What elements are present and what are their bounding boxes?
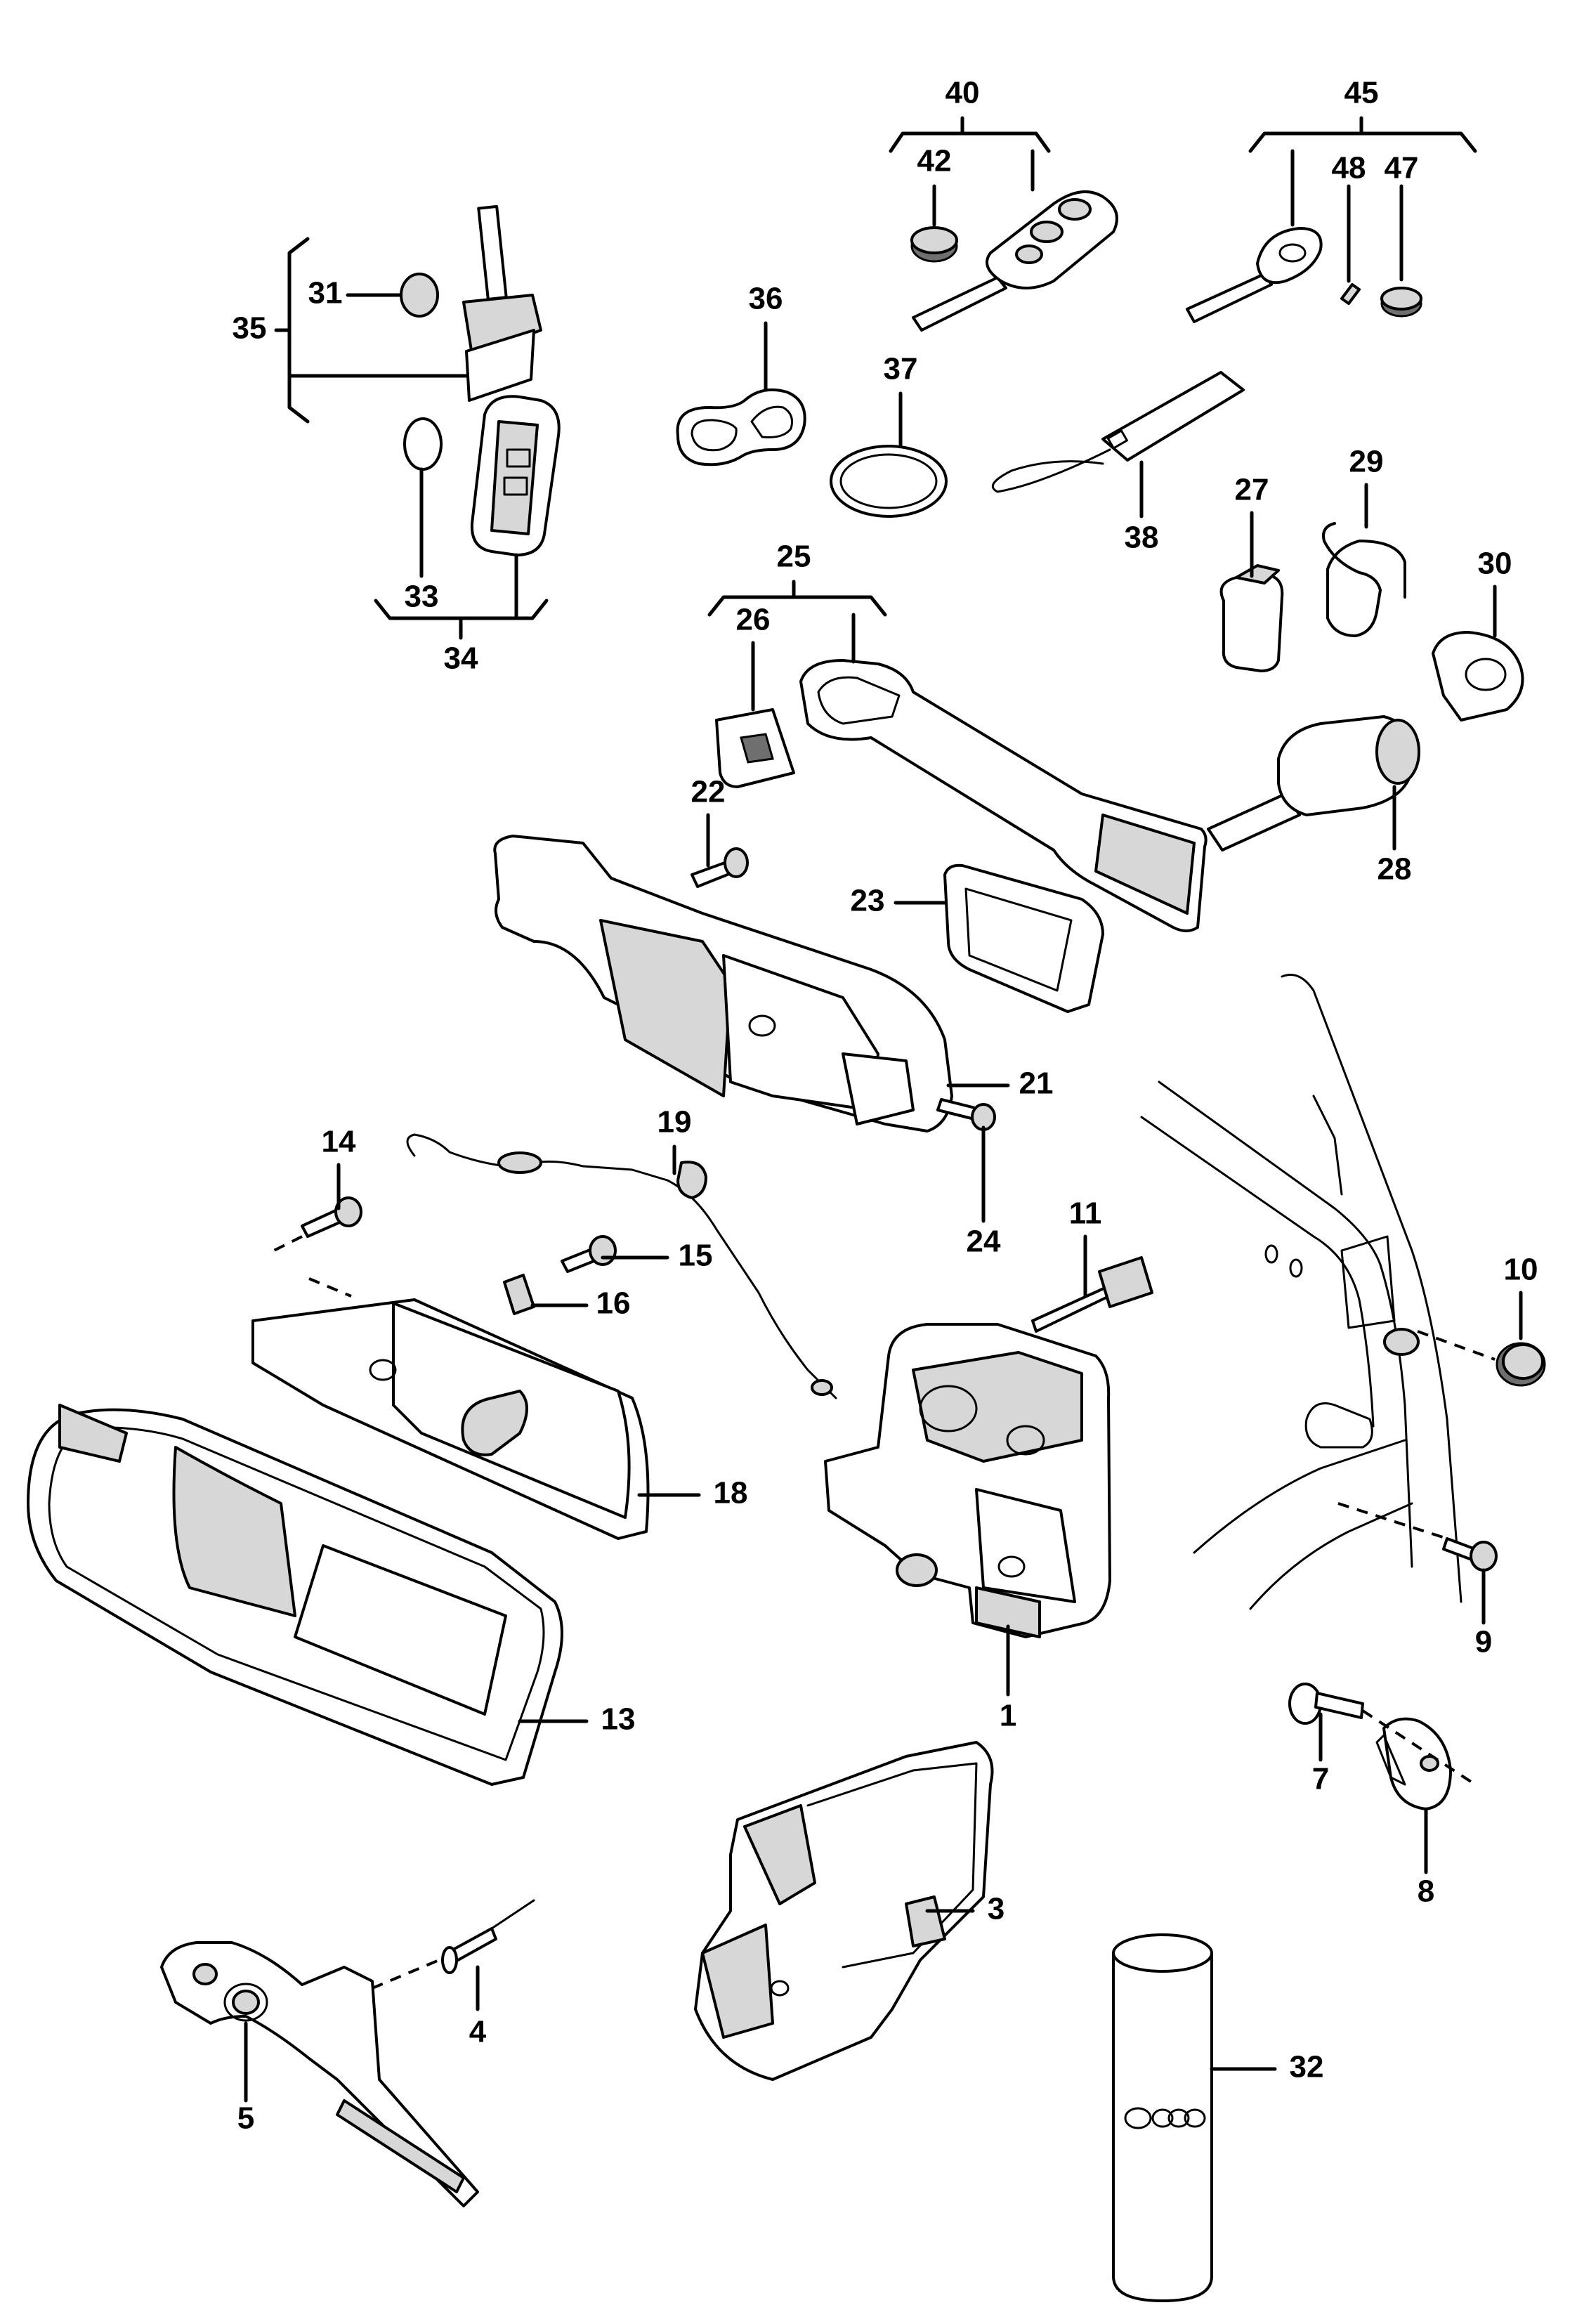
part-door-pillar xyxy=(1140,974,1463,1610)
part-40-remote-key xyxy=(912,190,1118,332)
part-22-screw xyxy=(691,847,749,888)
callout-labels: 1 3 4 5 7 8 9 10 11 13 14 15 16 18 19 21… xyxy=(233,76,1538,2136)
callout-37: 37 xyxy=(884,352,918,386)
part-30-cover xyxy=(1432,631,1524,722)
part-10-washer xyxy=(1496,1342,1546,1387)
leader-lines xyxy=(244,116,1523,2103)
part-13-handle-trim xyxy=(27,1404,563,1786)
part-16-clip xyxy=(503,1274,535,1315)
callout-14: 14 xyxy=(322,1125,356,1159)
callout-29: 29 xyxy=(1349,445,1384,479)
callout-18: 18 xyxy=(714,1476,748,1510)
callout-25: 25 xyxy=(777,540,811,574)
callout-32: 32 xyxy=(1290,2050,1324,2084)
part-27-clip xyxy=(1219,564,1284,672)
callout-30: 30 xyxy=(1478,547,1512,581)
part-3-lock-cover xyxy=(694,1741,994,2081)
callout-1: 1 xyxy=(1000,1699,1016,1733)
part-37-o-ring xyxy=(830,445,948,518)
part-31-emblem xyxy=(400,273,439,318)
callout-33: 33 xyxy=(405,580,439,614)
part-35-key-blade xyxy=(462,204,542,402)
callout-26: 26 xyxy=(736,603,771,637)
part-38-tag xyxy=(991,371,1245,493)
part-15-screw xyxy=(561,1235,617,1273)
callout-21: 21 xyxy=(1019,1066,1054,1101)
callout-47: 47 xyxy=(1385,151,1419,185)
part-8-striker-plate xyxy=(1375,1717,1452,1810)
callout-3: 3 xyxy=(988,1892,1005,1926)
part-1-door-lock xyxy=(824,1323,1111,1638)
callout-27: 27 xyxy=(1235,473,1269,507)
part-48-pin xyxy=(1340,283,1361,305)
callout-22: 22 xyxy=(691,775,726,809)
callout-9: 9 xyxy=(1475,1625,1492,1659)
part-36-gasket xyxy=(676,388,806,466)
callout-24: 24 xyxy=(967,1225,1001,1259)
callout-40: 40 xyxy=(945,76,980,110)
callout-8: 8 xyxy=(1418,1874,1434,1909)
callout-28: 28 xyxy=(1378,852,1412,887)
part-14-screw xyxy=(301,1196,362,1238)
part-25-door-handle xyxy=(799,659,1208,932)
part-11-bolt xyxy=(1031,1256,1153,1333)
callout-15: 15 xyxy=(679,1239,713,1273)
callout-35: 35 xyxy=(233,311,267,346)
part-32-lubricant-can xyxy=(1112,1933,1213,2302)
part-24-screw xyxy=(936,1098,996,1131)
part-45-key xyxy=(1186,227,1323,323)
part-23-cover-plate xyxy=(943,863,1104,1013)
callout-48: 48 xyxy=(1332,151,1366,185)
callout-7: 7 xyxy=(1312,1762,1329,1796)
part-33-seal-ring xyxy=(403,417,443,471)
part-28-lock-cylinder xyxy=(1207,715,1420,851)
callout-45: 45 xyxy=(1344,76,1379,110)
part-18-handle-frame xyxy=(251,1298,650,1540)
part-19-cable xyxy=(406,1133,837,1399)
part-26-gasket xyxy=(715,708,795,788)
callout-38: 38 xyxy=(1125,521,1159,555)
part-42-battery xyxy=(910,226,958,263)
callout-36: 36 xyxy=(749,282,783,316)
callout-19: 19 xyxy=(657,1105,692,1140)
part-4-rivet xyxy=(441,1899,535,1974)
callout-34: 34 xyxy=(444,641,478,676)
callout-42: 42 xyxy=(917,144,952,178)
callout-31: 31 xyxy=(308,276,343,311)
callout-16: 16 xyxy=(596,1286,631,1321)
callout-4: 4 xyxy=(469,2015,487,2049)
part-47-battery xyxy=(1380,287,1422,318)
callout-11: 11 xyxy=(1069,1196,1102,1231)
callout-13: 13 xyxy=(601,1702,636,1737)
part-34-remote-housing xyxy=(470,395,561,556)
part-29-u-clip xyxy=(1322,522,1406,637)
part-7-rivet xyxy=(1288,1683,1364,1725)
part-9-bolt xyxy=(1442,1537,1498,1572)
part-5-bracket xyxy=(160,1941,479,2207)
callout-10: 10 xyxy=(1504,1253,1538,1287)
callout-5: 5 xyxy=(237,2101,254,2136)
part-21-handle-bracket xyxy=(493,835,953,1132)
callout-23: 23 xyxy=(851,884,885,918)
